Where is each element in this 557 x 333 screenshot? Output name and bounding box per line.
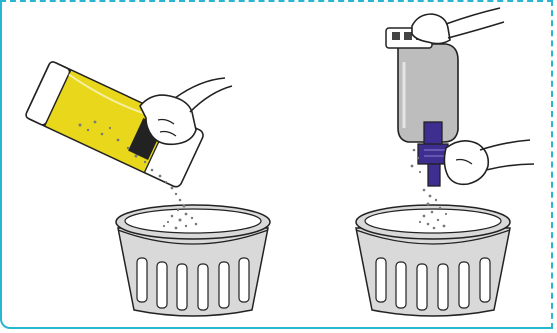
hand-right-lower [444, 140, 534, 184]
hand-right-upper [412, 8, 504, 44]
vacuum-body-right [386, 28, 458, 142]
hand-left [140, 78, 232, 144]
right-scene [356, 8, 534, 316]
trash-bin-left [116, 205, 270, 316]
trash-bin-right [356, 205, 510, 316]
left-scene [25, 61, 270, 316]
